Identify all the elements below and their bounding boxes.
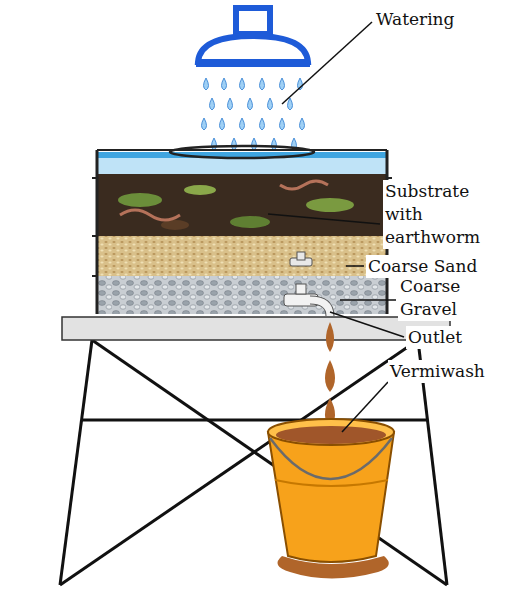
water-drop <box>240 118 245 130</box>
water-drop <box>202 118 207 130</box>
watering-label: Watering <box>374 8 456 31</box>
water-drops <box>202 78 305 150</box>
water-drop <box>280 78 285 90</box>
water-drop <box>260 118 265 130</box>
water-drop <box>232 138 237 150</box>
vermiwash-drops <box>325 322 335 428</box>
water-drop <box>252 138 257 150</box>
gravel-label: Coarse Gravel <box>398 275 480 321</box>
water-drop <box>268 98 273 110</box>
water-drop <box>240 78 245 90</box>
vermiwash-label: Vermiwash <box>388 360 487 383</box>
water-drop <box>204 78 209 90</box>
shower-head <box>196 8 310 64</box>
water-drop <box>288 98 293 110</box>
water-drop <box>212 138 217 150</box>
water-drop <box>228 98 233 110</box>
bucket <box>268 419 394 579</box>
substrate-label: Substrate with earthworm <box>383 180 487 249</box>
tank <box>92 146 392 314</box>
water-drop <box>248 98 253 110</box>
water-drop <box>280 118 285 130</box>
water-drop <box>222 78 227 90</box>
outlet-label: Outlet <box>406 326 464 349</box>
water-drop <box>220 118 225 130</box>
water-drop <box>210 98 215 110</box>
water-drop <box>300 118 305 130</box>
stand-top <box>62 317 450 340</box>
water-drop <box>272 138 277 150</box>
outlet-tap <box>284 252 330 316</box>
water-drop <box>260 78 265 90</box>
